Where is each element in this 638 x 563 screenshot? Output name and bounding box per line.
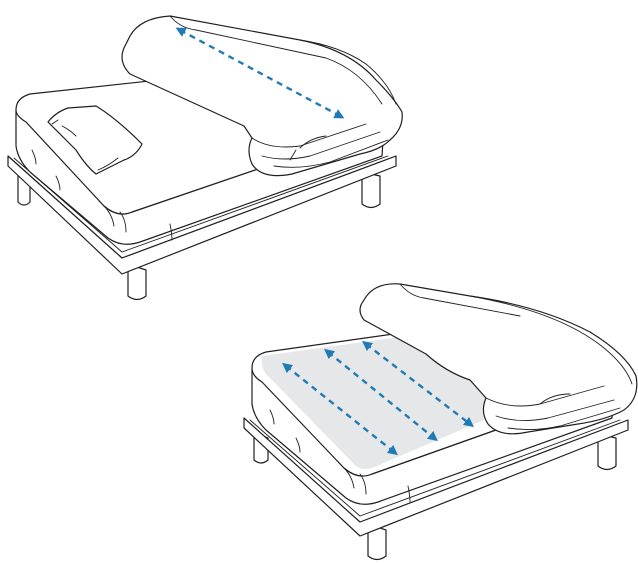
bed-top xyxy=(8,16,402,300)
bed-bottom xyxy=(244,284,637,560)
